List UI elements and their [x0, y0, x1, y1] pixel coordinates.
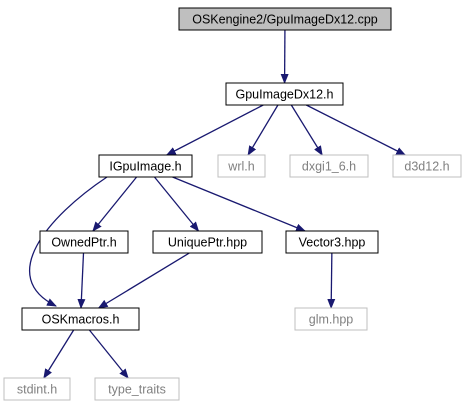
- edges-group: [29, 29, 407, 379]
- node-box-igpuimage[interactable]: [98, 154, 193, 178]
- node-gpuimagedx[interactable]: GpuImageDx12.h: [225, 82, 344, 106]
- node-label-typetraits: type_traits: [108, 383, 166, 397]
- node-root[interactable]: OSKengine2/GpuImageDx12.cpp: [178, 7, 392, 31]
- node-oskmacros[interactable]: OSKmacros.h: [21, 307, 140, 331]
- edge-vector3-to-glm: [327, 252, 336, 309]
- edge-igpuimage-to-oskmacros: [29, 176, 108, 307]
- node-box-stdint[interactable]: [3, 377, 71, 401]
- node-label-oskmacros: OSKmacros.h: [42, 313, 120, 327]
- node-box-d3d12[interactable]: [392, 154, 462, 178]
- node-box-root[interactable]: [178, 7, 392, 31]
- node-label-gpuimagedx: GpuImageDx12.h: [236, 88, 334, 102]
- node-typetraits[interactable]: type_traits: [94, 377, 180, 401]
- node-vector3[interactable]: Vector3.hpp: [285, 230, 379, 254]
- node-box-ownedptr[interactable]: [39, 230, 129, 254]
- edge-igpuimage-to-uniqueptr: [153, 176, 200, 232]
- node-label-glm: glm.hpp: [309, 313, 354, 327]
- node-box-wrl[interactable]: [217, 154, 266, 178]
- node-label-vector3: Vector3.hpp: [299, 236, 366, 250]
- edge-gpuimagedx-to-d3d12: [305, 104, 407, 156]
- node-igpuimage[interactable]: IGpuImage.h: [98, 154, 193, 178]
- node-box-glm[interactable]: [294, 307, 368, 331]
- node-box-oskmacros[interactable]: [21, 307, 140, 331]
- node-label-ownedptr: OwnedPtr.h: [51, 236, 116, 250]
- node-label-wrl: wrl.h: [227, 160, 254, 174]
- node-stdint[interactable]: stdint.h: [3, 377, 71, 401]
- node-label-uniqueptr: UniquePtr.hpp: [168, 236, 247, 250]
- edge-uniqueptr-to-oskmacros: [97, 252, 190, 309]
- node-d3d12[interactable]: d3d12.h: [392, 154, 462, 178]
- node-box-vector3[interactable]: [285, 230, 379, 254]
- edge-gpuimagedx-to-dxgi: [290, 104, 323, 156]
- edge-oskmacros-to-typetraits: [88, 329, 129, 379]
- edge-gpuimagedx-to-igpuimage: [165, 104, 264, 156]
- node-box-typetraits[interactable]: [94, 377, 180, 401]
- node-label-stdint: stdint.h: [17, 383, 57, 397]
- node-label-root: OSKengine2/GpuImageDx12.cpp: [192, 13, 378, 27]
- edge-igpuimage-to-ownedptr: [92, 176, 138, 232]
- node-box-uniqueptr[interactable]: [152, 230, 263, 254]
- node-label-d3d12: d3d12.h: [404, 160, 449, 174]
- node-dxgi[interactable]: dxgi1_6.h: [289, 154, 369, 178]
- node-wrl[interactable]: wrl.h: [217, 154, 266, 178]
- node-glm[interactable]: glm.hpp: [294, 307, 368, 331]
- edge-igpuimage-to-vector3: [172, 176, 306, 232]
- edge-ownedptr-to-oskmacros: [77, 252, 86, 309]
- node-label-dxgi: dxgi1_6.h: [302, 160, 356, 174]
- node-label-igpuimage: IGpuImage.h: [109, 160, 181, 174]
- edge-gpuimagedx-to-wrl: [247, 104, 279, 156]
- node-uniqueptr[interactable]: UniquePtr.hpp: [152, 230, 263, 254]
- edge-oskmacros-to-stdint: [43, 329, 75, 379]
- node-box-gpuimagedx[interactable]: [225, 82, 344, 106]
- node-box-dxgi[interactable]: [289, 154, 369, 178]
- node-ownedptr[interactable]: OwnedPtr.h: [39, 230, 129, 254]
- nodes-group: OSKengine2/GpuImageDx12.cppGpuImageDx12.…: [3, 7, 462, 401]
